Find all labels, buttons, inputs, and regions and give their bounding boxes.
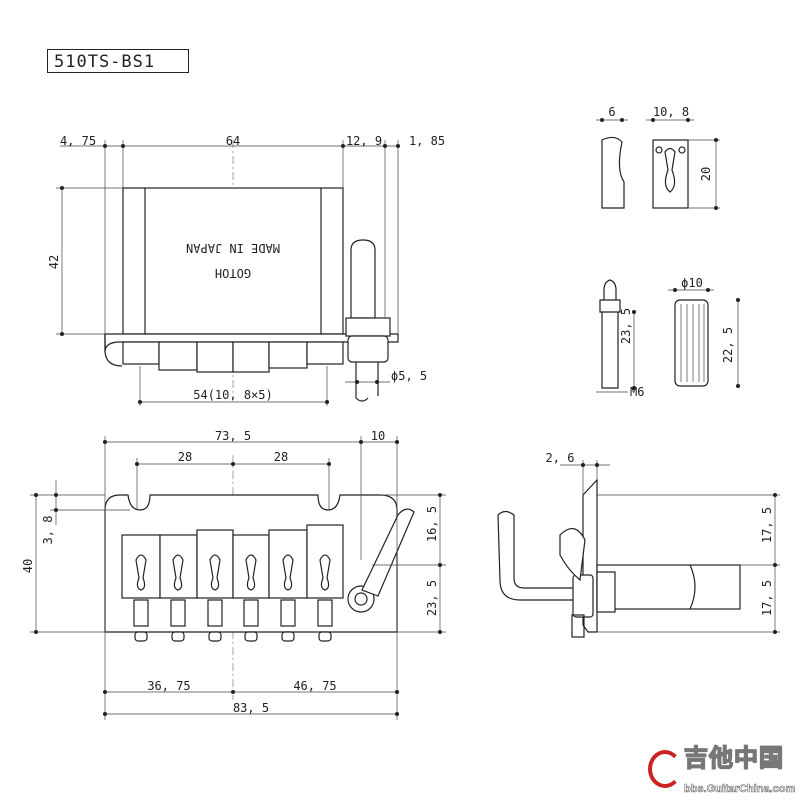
dim-post-thread: M6 (630, 385, 644, 399)
logo-brand: GOTOH (215, 266, 251, 280)
dim-top-right1: 12, 9 (346, 134, 382, 148)
dim-slot: 3, 8 (41, 516, 55, 545)
side-block (596, 564, 741, 610)
parts-view: 6 10, 8 20 23, 5 M6 ϕ10 22, 5 (596, 105, 740, 399)
dim-side-upper: 17, 5 (760, 507, 774, 543)
dim-front-width: 73, 5 (215, 429, 251, 443)
dim-span-left: 28 (178, 450, 192, 464)
dim-block-width: 6 (608, 105, 615, 119)
watermark: 吉他中国 bbs.GuitarChina.com (646, 743, 800, 800)
dim-top-right2: 1, 85 (409, 134, 445, 148)
logo-made-in: MADE IN JAPAN (186, 241, 280, 255)
saddles (122, 341, 344, 373)
top-view: GOTOH MADE IN JAPAN 4, 75 64 12, 9 1, 85… (47, 134, 445, 406)
dim-arm-diameter: ϕ5, 5 (391, 369, 427, 383)
dim-string-spacing: 54(10, 8×5) (193, 388, 272, 402)
watermark-url: bbs.GuitarChina.com (684, 783, 796, 796)
dim-total-width: 83, 5 (233, 701, 269, 715)
side-view: 2, 6 17, 5 17, 5 (497, 451, 780, 638)
part-post (599, 279, 621, 389)
dim-upper: 16, 5 (425, 506, 439, 542)
dim-span-right: 28 (274, 450, 288, 464)
dim-knurl-height: 22, 5 (721, 327, 735, 363)
dim-post-height: 23, 5 (619, 308, 633, 344)
dim-front-arm: 10 (371, 429, 385, 443)
tremolo-arm-top (345, 239, 391, 402)
dim-left-half: 36, 75 (147, 679, 190, 693)
dim-side-thickness: 2, 6 (546, 451, 575, 465)
dim-top-body: 64 (226, 134, 240, 148)
front-view: 73, 5 10 28 28 3, 8 40 16, 5 23, 5 36, 7… (21, 429, 446, 720)
saddles-front (121, 524, 344, 599)
dragon-logo-icon (648, 750, 682, 788)
tremolo-block-body (122, 187, 344, 335)
dim-right-half: 46, 75 (293, 679, 336, 693)
dim-top-left: 4, 75 (60, 134, 96, 148)
dim-knurl-diameter: ϕ10 (681, 276, 703, 290)
dim-block-width2: 10, 8 (653, 105, 689, 119)
part-knurled-nut (674, 299, 709, 387)
dim-top-height: 42 (47, 255, 61, 269)
dim-block-height: 20 (699, 167, 713, 181)
dim-side-lower: 17, 5 (760, 580, 774, 616)
side-arm (497, 510, 576, 601)
dim-front-height: 40 (21, 559, 35, 573)
watermark-cn: 吉他中国 (683, 743, 784, 773)
dim-lower: 23, 5 (425, 580, 439, 616)
tremolo-arm-front (347, 508, 415, 613)
model-title: 510TS-BS1 (47, 49, 189, 73)
part-block-side (601, 136, 625, 209)
springs (133, 599, 333, 627)
part-block-front (652, 139, 689, 209)
